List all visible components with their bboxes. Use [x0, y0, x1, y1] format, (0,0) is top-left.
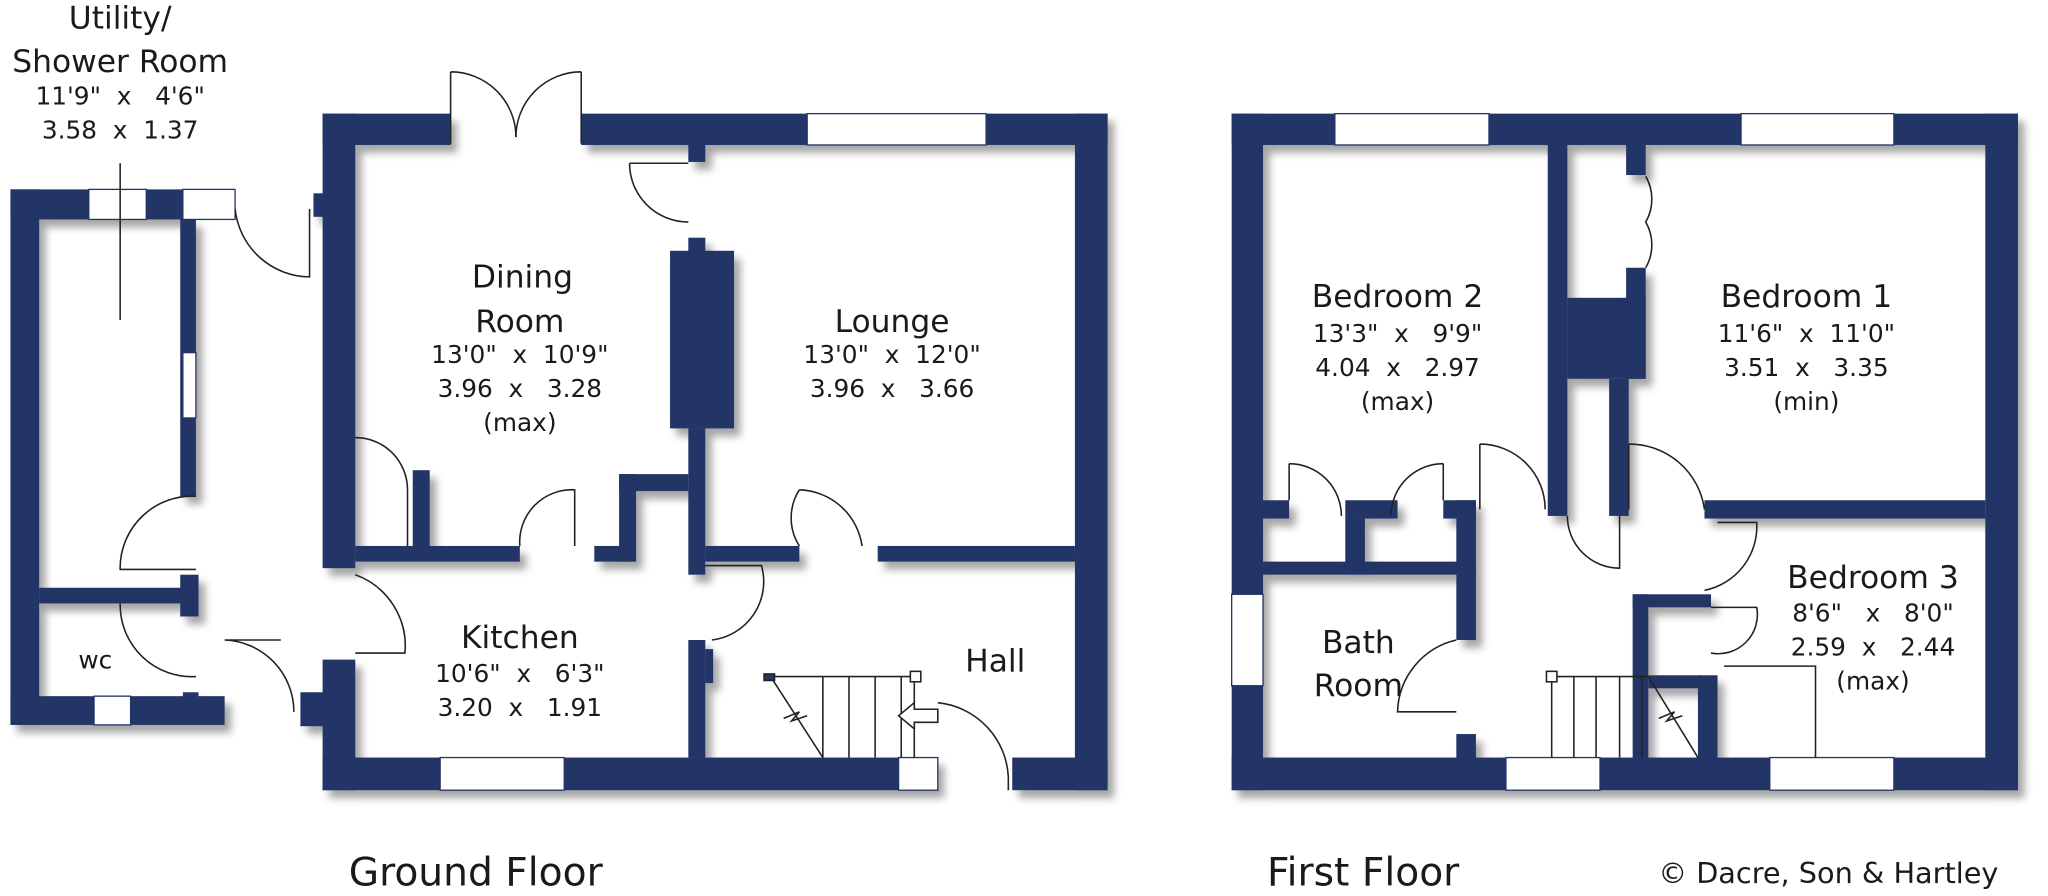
svg-text:Utility/: Utility/ [69, 1, 172, 37]
first-floor-doors [1288, 175, 1817, 758]
svg-text:3.51 x 3.35: 3.51 x 3.35 [1724, 353, 1889, 382]
svg-text:3.96 x 3.66: 3.96 x 3.66 [810, 374, 975, 403]
svg-text:Lounge: Lounge [835, 304, 950, 340]
room-label-bath-room: Bath Room [1314, 625, 1403, 704]
svg-text:Bedroom 3: Bedroom 3 [1787, 560, 1959, 596]
room-label-kitchen: Kitchen 10'6" x 6'3" 3.20 x 1.91 [435, 620, 604, 722]
room-label-wc: WC [78, 646, 112, 675]
room-label-bedroom-3: Bedroom 3 8'6" x 8'0" 2.59 x 2.44 (max) [1787, 560, 1959, 696]
svg-text:3.96 x 3.28: 3.96 x 3.28 [438, 374, 603, 403]
room-label-bedroom-2: Bedroom 2 13'3" x 9'9" 4.04 x 2.97 (max) [1312, 279, 1484, 416]
svg-text:3.20 x 1.91: 3.20 x 1.91 [438, 693, 603, 722]
first-floor-windows [1231, 112, 1895, 791]
svg-text:13'0" x 12'0": 13'0" x 12'0" [803, 340, 980, 369]
room-label-bedroom-1: Bedroom 1 11'6" x 11'0" 3.51 x 3.35 (min… [1718, 279, 1895, 416]
svg-text:(max): (max) [483, 408, 556, 437]
svg-text:Bedroom 2: Bedroom 2 [1312, 279, 1484, 315]
svg-text:Room: Room [1314, 668, 1403, 704]
svg-text:3.58 x 1.37: 3.58 x 1.37 [42, 115, 199, 144]
svg-text:(max): (max) [1836, 667, 1909, 696]
ground-floor-doors [119, 71, 1010, 791]
svg-text:2.59 x 2.44: 2.59 x 2.44 [1791, 633, 1956, 662]
svg-text:Room: Room [475, 304, 564, 340]
svg-text:Bath: Bath [1322, 625, 1395, 661]
svg-text:4.04 x 2.97: 4.04 x 2.97 [1315, 353, 1480, 382]
first-floor-stairs [1545, 670, 1699, 758]
room-label-hall: Hall [965, 643, 1025, 679]
first-floor-plan: Bedroom 2 13'3" x 9'9" 4.04 x 2.97 (max)… [1231, 112, 2018, 896]
ground-floor-stairs [763, 670, 939, 758]
svg-text:11'9" x 4'6": 11'9" x 4'6" [35, 81, 204, 110]
svg-text:11'6" x 11'0": 11'6" x 11'0" [1718, 319, 1895, 348]
svg-text:(min): (min) [1773, 387, 1839, 416]
svg-text:Kitchen: Kitchen [461, 620, 579, 656]
room-label-utility: Utility/ Shower Room 11'9" x 4'6" 3.58 x… [12, 1, 228, 145]
svg-text:13'3" x 9'9": 13'3" x 9'9" [1313, 319, 1482, 348]
svg-text:10'6" x 6'3": 10'6" x 6'3" [435, 659, 604, 688]
svg-text:8'6" x 8'0": 8'6" x 8'0" [1792, 599, 1954, 628]
copyright-text: © Dacre, Son & Hartley [1658, 856, 1998, 890]
ground-floor-walls [10, 113, 1108, 791]
svg-text:13'0" x 10'9": 13'0" x 10'9" [431, 340, 608, 369]
ground-floor-caption: Ground Floor [349, 851, 604, 896]
svg-text:Dining: Dining [472, 259, 573, 295]
svg-text:Bedroom 1: Bedroom 1 [1721, 279, 1893, 315]
first-floor-caption: First Floor [1267, 851, 1460, 896]
svg-text:Shower Room: Shower Room [12, 44, 228, 80]
ground-floor-windows [88, 112, 987, 791]
svg-text:(max): (max) [1361, 387, 1434, 416]
room-label-lounge: Lounge 13'0" x 12'0" 3.96 x 3.66 [803, 304, 980, 403]
ground-floor-plan: Utility/ Shower Room 11'9" x 4'6" 3.58 x… [10, 1, 1108, 896]
room-label-dining-room: Dining Room 13'0" x 10'9" 3.96 x 3.28 (m… [431, 259, 608, 437]
